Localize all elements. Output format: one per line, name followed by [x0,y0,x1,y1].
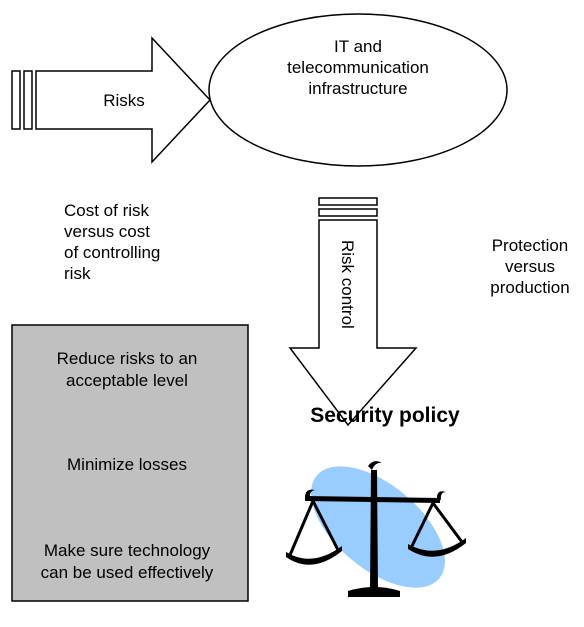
balance-scale-icon [286,461,466,597]
risks-label: Risks [103,91,145,110]
infrastructure-label: IT and telecommunication infrastructure [287,37,429,98]
goal-minimize-losses: Minimize losses [67,455,187,474]
infrastructure-ellipse [208,13,508,167]
risk-control-label: Risk control [338,240,357,329]
cost-note: Cost of risk versus cost of controlling … [64,201,161,283]
goals-box [11,324,249,602]
goal-use-technology: Make sure technology can be used effecti… [40,541,214,582]
goal-reduce-risks: Reduce risks to an acceptable level [56,349,198,390]
risks-arrow [11,36,212,164]
protection-note: Protection versus production [490,236,570,297]
risk-control-arrow [288,197,418,427]
security-policy-label: Security policy [310,404,460,427]
